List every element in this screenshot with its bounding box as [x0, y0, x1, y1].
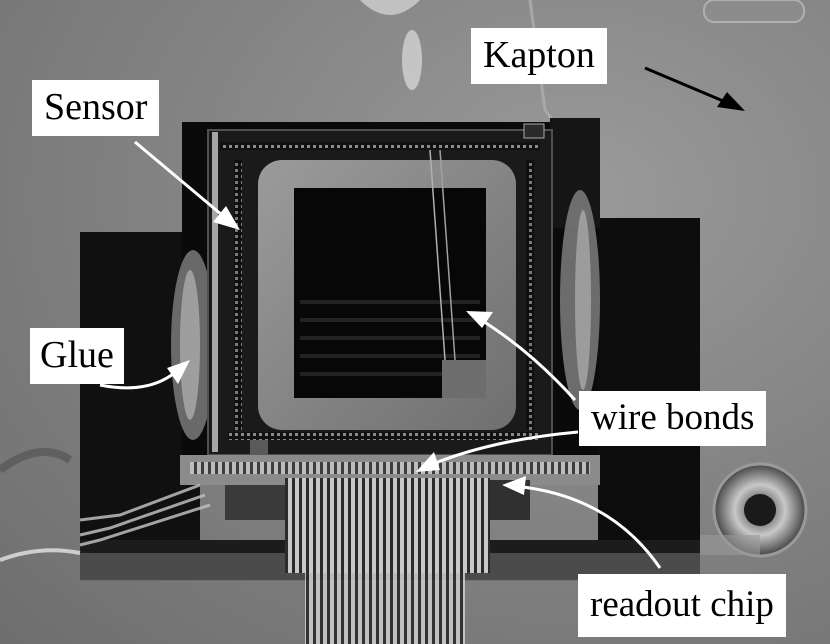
kapton-arrow	[644, 66, 745, 111]
readout-chip-label: readout chip	[578, 574, 786, 637]
wire-bonds-arrow-lower	[416, 430, 579, 472]
kapton-background	[0, 0, 805, 474]
sensor-arrow	[134, 140, 240, 230]
annotation-arrows	[99, 66, 745, 569]
kapton-label: Kapton	[471, 28, 607, 84]
wire-bonds-label: wire bonds	[579, 391, 767, 446]
sensor-active-area	[258, 149, 516, 430]
glue-blobs	[171, 190, 600, 440]
sensor-label: Sensor	[32, 80, 160, 136]
flex-traces	[0, 483, 211, 562]
glue-label: Glue	[30, 328, 124, 384]
wire-bonds-arrow-upper	[466, 311, 577, 402]
solder-pad	[700, 462, 808, 558]
readout-chip-area	[180, 455, 600, 644]
glue-arrow	[99, 360, 190, 390]
readout-chip-arrow	[502, 476, 662, 569]
